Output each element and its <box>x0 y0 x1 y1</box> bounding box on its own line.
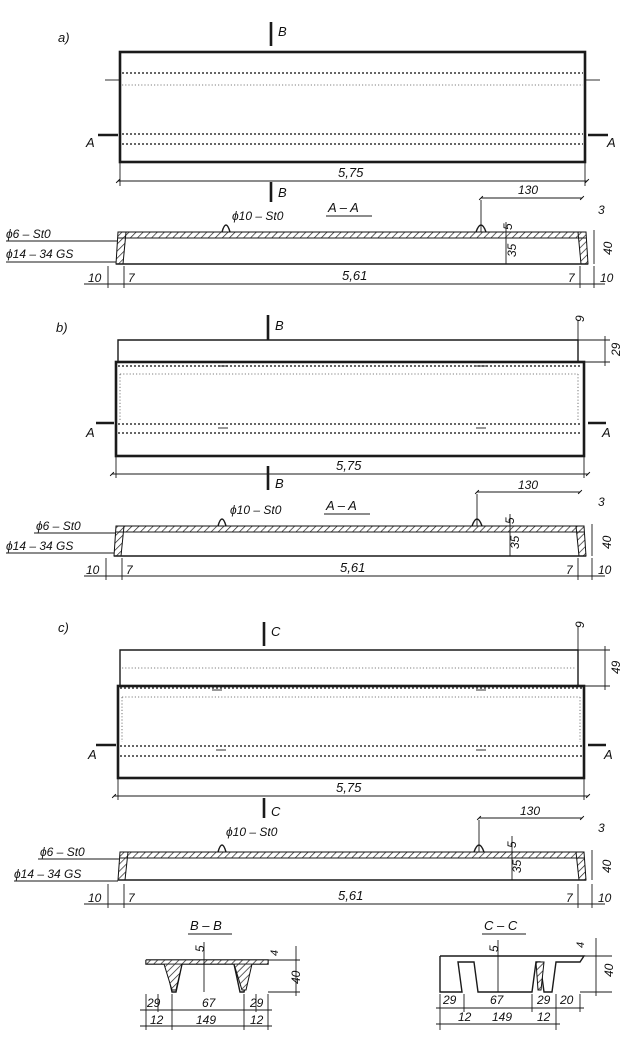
panel-a-length: 5,75 <box>338 165 364 180</box>
section-bb-dim-width: 149 <box>196 1013 216 1027</box>
panel-a-plan: a) B B A A 5,75 <box>58 22 616 202</box>
panel-c-dim-top: 3 <box>598 821 605 835</box>
section-bb-dim-height: 40 <box>289 970 303 984</box>
panel-c-length: 5,75 <box>336 780 362 795</box>
panel-a-dim-bevel-right: 7 <box>568 271 576 285</box>
panel-b-bar-left-2: ϕ14 – 34 GS <box>6 539 73 553</box>
panel-a-bar-top: ϕ10 – St0 <box>232 209 284 223</box>
panel-c-section-aa: ϕ10 – St0 130 3 5 35 40 ϕ6 – St0 ϕ14 – 3… <box>14 804 614 908</box>
panel-b-section-top: B <box>275 318 284 333</box>
panel-b-dim-end-right: 10 <box>598 563 612 577</box>
panel-b-dim-bevel-left: 7 <box>126 563 134 577</box>
panel-b-dim-top: 3 <box>598 495 605 509</box>
panel-b-aa-title: A – A <box>325 498 357 513</box>
panel-c-label: c) <box>58 620 69 635</box>
section-cc-dim-rib-left: 29 <box>442 993 457 1007</box>
panel-b-clear-span: 5,61 <box>340 560 365 575</box>
panel-a-dim-top: 3 <box>598 203 605 217</box>
panel-c-side-left: A <box>87 747 97 762</box>
panel-c-bar-left-1: ϕ6 – St0 <box>40 845 85 859</box>
section-bb-dim-slab: 5 <box>193 945 207 952</box>
panel-b-bar-left-1: ϕ6 – St0 <box>36 519 81 533</box>
panel-a-aa-title: A – A <box>327 200 359 215</box>
section-cc-dim-top: 4 <box>575 942 587 948</box>
panel-a-bar-left-1: ϕ6 – St0 <box>6 227 51 241</box>
panel-c-dim-side: 49 <box>609 660 623 674</box>
panel-c-clear-span: 5,61 <box>338 888 363 903</box>
section-cc-title: C – C <box>484 918 518 933</box>
section-cc-dim-slab: 5 <box>487 945 501 952</box>
panel-b-dim-top: 9 <box>573 315 587 322</box>
section-bb: B – B 5 4 40 29 67 29 12 149 12 <box>140 918 303 1030</box>
section-cc-dim-mid: 67 <box>490 993 505 1007</box>
panel-c-bar-top: ϕ10 – St0 <box>226 825 278 839</box>
panel-b-plan: b) B B A A 29 9 5,75 <box>56 315 623 491</box>
panel-c-dim-slab: 5 <box>505 841 519 848</box>
panel-b-dim-rib: 35 <box>508 535 522 549</box>
panel-c-side-right: A <box>603 747 613 762</box>
panel-c-dim-end-left: 10 <box>88 891 102 905</box>
panel-c-section-bottom: C <box>271 804 281 819</box>
panel-c-dim-top: 9 <box>573 621 587 628</box>
panel-a-section-aa: A – A ϕ10 – St0 130 3 5 35 40 ϕ6 – St0 ϕ… <box>6 183 615 288</box>
panel-b-dim-bevel-right: 7 <box>566 563 574 577</box>
panel-b-side-left: A <box>85 425 95 440</box>
panel-a-dim-span: 130 <box>518 183 538 197</box>
panel-b-length: 5,75 <box>336 458 362 473</box>
panel-c-bar-left-2: ϕ14 – 34 GS <box>14 867 81 881</box>
panel-c-plan: c) C C A A 49 9 5,75 <box>58 620 623 819</box>
panel-b-label: b) <box>56 320 68 335</box>
section-bb-dim-top: 4 <box>269 950 281 956</box>
panel-b-dim-side: 29 <box>609 342 623 357</box>
panel-a-dim-end-right: 10 <box>600 271 614 285</box>
panel-b-bar-top: ϕ10 – St0 <box>230 503 282 517</box>
panel-a-dim-rib: 35 <box>505 243 519 257</box>
panel-b-dim-span: 130 <box>518 478 538 492</box>
panel-b-section-aa: A – A ϕ10 – St0 130 3 5 35 40 ϕ6 – St0 ϕ… <box>6 478 614 580</box>
panel-b-dim-end-left: 10 <box>86 563 100 577</box>
panel-a-dim-end-left: 10 <box>88 271 102 285</box>
section-bb-dim-edge-left: 12 <box>150 1013 164 1027</box>
section-cc-dim-height: 40 <box>602 963 616 977</box>
section-cc: C – C 5 4 40 29 67 29 20 12 149 12 <box>436 918 616 1030</box>
section-cc-dim-extra: 20 <box>559 993 574 1007</box>
section-cc-dim-edge-left: 12 <box>458 1010 472 1024</box>
section-cc-dim-width: 149 <box>492 1010 512 1024</box>
panel-a-section-top: B <box>278 24 287 39</box>
section-bb-title: B – B <box>190 918 222 933</box>
panel-c-section-top: C <box>271 624 281 639</box>
section-bb-dim-rib-right: 29 <box>249 996 264 1010</box>
panel-c-dim-span: 130 <box>520 804 540 818</box>
panel-a-dim-slab: 5 <box>501 223 515 230</box>
panel-c-dim-height: 40 <box>600 859 614 873</box>
section-bb-dim-mid: 67 <box>202 996 217 1010</box>
panel-a-label: a) <box>58 30 70 45</box>
panel-a-side-right: A <box>606 135 616 150</box>
panel-a-dim-height: 40 <box>601 241 615 255</box>
panel-b-dim-slab: 5 <box>503 517 517 524</box>
panel-b-dim-height: 40 <box>600 535 614 549</box>
panel-c-dim-bevel-left: 7 <box>128 891 136 905</box>
section-cc-dim-edge-right: 12 <box>537 1010 551 1024</box>
panel-b-side-right: A <box>601 425 611 440</box>
panel-a-side-left: A <box>85 135 95 150</box>
section-cc-dim-rib-right: 29 <box>536 993 551 1007</box>
panel-c-dim-rib: 35 <box>510 859 524 873</box>
panel-c-dim-bevel-right: 7 <box>566 891 574 905</box>
panel-b-section-bottom: B <box>275 476 284 491</box>
panel-a-clear-span: 5,61 <box>342 268 367 283</box>
panel-c-dim-end-right: 10 <box>598 891 612 905</box>
section-bb-dim-edge-right: 12 <box>250 1013 264 1027</box>
section-bb-dim-rib-left: 29 <box>146 996 161 1010</box>
panel-a-section-bottom: B <box>278 185 287 200</box>
panel-a-dim-bevel-left: 7 <box>128 271 136 285</box>
panel-a-bar-left-2: ϕ14 – 34 GS <box>6 247 73 261</box>
